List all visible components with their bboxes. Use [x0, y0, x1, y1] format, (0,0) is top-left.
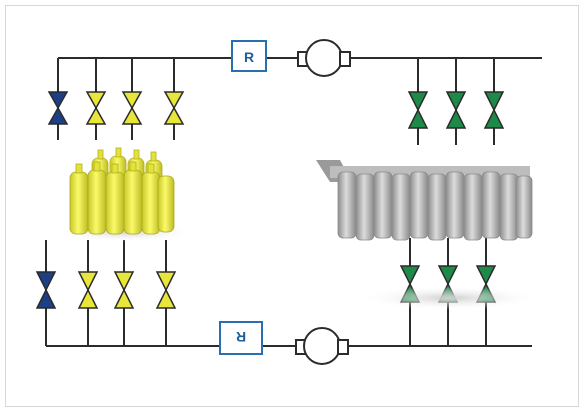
valve-icon — [163, 91, 185, 125]
cylinder-manifold-icon — [316, 160, 540, 310]
valve-icon — [121, 91, 143, 125]
valve-icon — [155, 271, 177, 309]
top-left-drops — [57, 58, 175, 140]
bottom-regulator-label: R — [236, 329, 246, 345]
gas-cylinder-bundle-icon — [55, 147, 195, 242]
valve-icon — [483, 91, 505, 129]
bottom-left-drops — [45, 240, 167, 346]
top-regulator: R — [231, 40, 267, 72]
bottom-regulator: R — [219, 321, 263, 355]
bottom-flow-meter-icon — [295, 327, 349, 365]
top-regulator-label: R — [244, 49, 254, 65]
valve-icon — [47, 91, 69, 125]
valve-icon — [85, 91, 107, 125]
valve-icon — [35, 271, 57, 309]
valve-icon — [77, 271, 99, 309]
valve-icon — [445, 91, 467, 129]
valve-icon — [113, 271, 135, 309]
valve-icon — [407, 91, 429, 129]
top-flow-meter-icon — [297, 39, 351, 77]
